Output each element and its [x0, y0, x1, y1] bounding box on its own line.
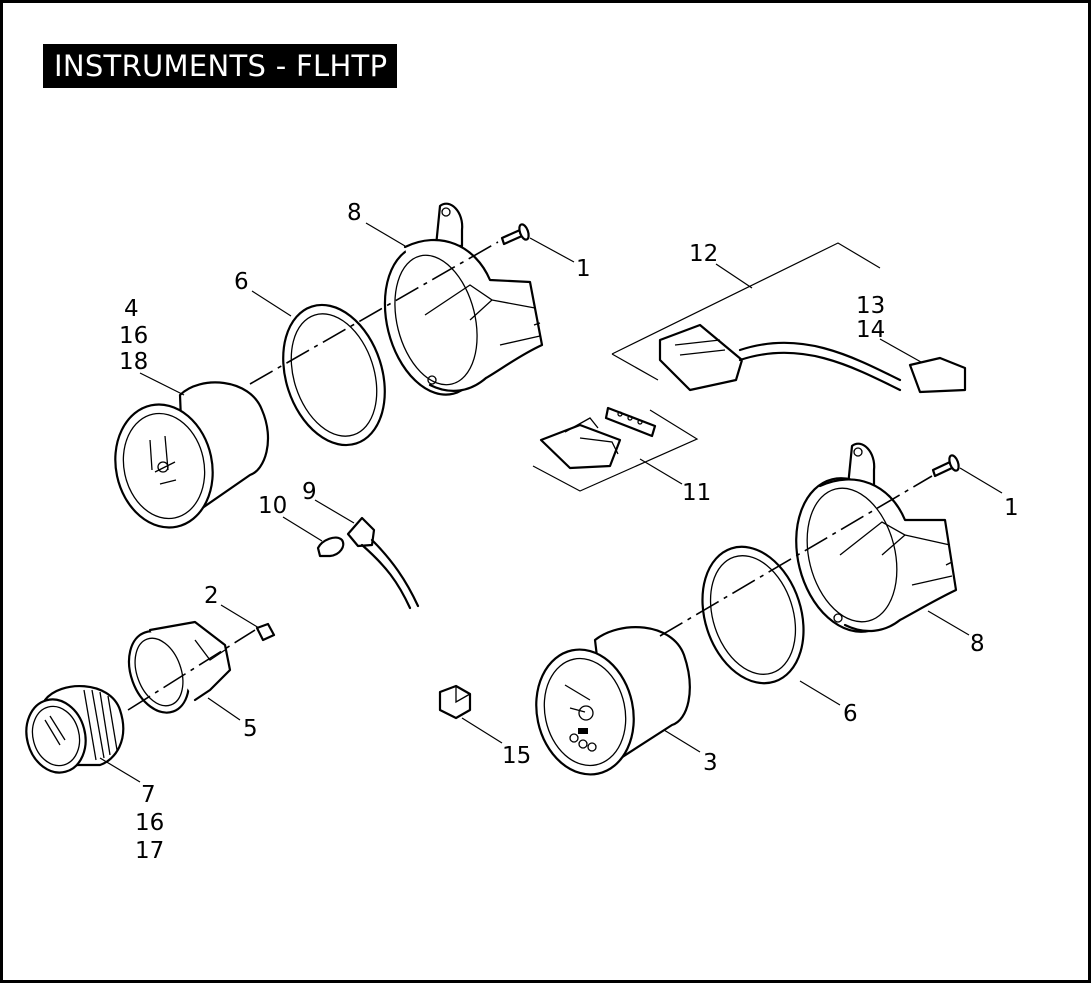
- callout-9: 9: [302, 479, 317, 505]
- callout-8-lower: 8: [970, 631, 985, 657]
- gauge-bracket: [127, 620, 232, 714]
- callout-2: 2: [204, 583, 219, 609]
- screw-1-lower: [931, 454, 960, 478]
- callout-15: 15: [502, 743, 531, 769]
- diagram-title: INSTRUMENTS - FLHTP: [43, 44, 398, 88]
- callout-labels: 8 1 6 4 16 18 12 13 14 11 9 10 1 2 5 8 6…: [119, 200, 1019, 864]
- callout-3: 3: [703, 750, 718, 776]
- socket-9: [346, 516, 420, 610]
- callout-4: 4: [124, 296, 139, 322]
- speedometer-gauge: [114, 381, 270, 529]
- callout-13: 13: [856, 293, 885, 319]
- tachometer-gauge: [535, 626, 691, 776]
- callout-12: 12: [689, 241, 718, 267]
- assembly-center-lines: [127, 241, 933, 711]
- connector-15: [438, 684, 472, 720]
- callout-11: 11: [682, 480, 711, 506]
- leader-lines: [99, 222, 1003, 783]
- trim-ring-upper: [282, 303, 386, 447]
- instrument-housing-upper: [383, 202, 544, 396]
- fuse-holder-11: [539, 406, 657, 470]
- callout-18: 18: [119, 349, 148, 375]
- callout-7: 7: [141, 782, 156, 808]
- callout-1-lower: 1: [1004, 495, 1019, 521]
- callout-14: 14: [856, 317, 885, 343]
- callout-6-lower: 6: [843, 701, 858, 727]
- callout-10: 10: [258, 493, 287, 519]
- callout-16-speedometer: 16: [119, 323, 148, 349]
- callout-5: 5: [243, 716, 258, 742]
- exploded-view-drawing: 8 1 6 4 16 18 12 13 14 11 9 10 1 2 5 8 6…: [25, 200, 1019, 864]
- callout-17: 17: [135, 838, 164, 864]
- wiring-harness-12: [658, 323, 967, 394]
- bulb-10: [316, 536, 345, 558]
- callout-1-upper: 1: [576, 256, 591, 282]
- callout-8-upper: 8: [347, 200, 362, 226]
- callout-16-small-gauge: 16: [135, 810, 164, 836]
- nut-2: [255, 622, 276, 642]
- instrument-housing-lower: [795, 442, 958, 633]
- small-gauge: [25, 684, 125, 774]
- trim-ring-lower: [701, 545, 805, 685]
- screw-1-upper: [500, 223, 530, 246]
- callout-6-upper: 6: [234, 269, 249, 295]
